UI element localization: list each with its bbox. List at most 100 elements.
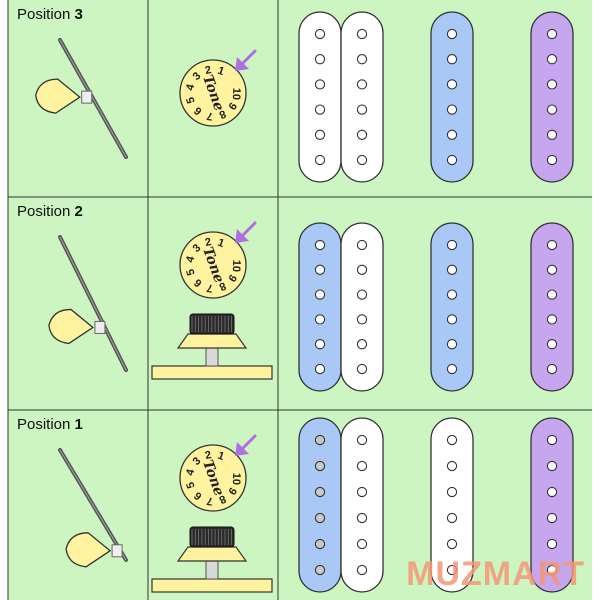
pole-piece	[314, 363, 326, 375]
pole-piece	[446, 28, 458, 40]
split-coil-pickup	[530, 11, 574, 183]
pole-piece	[446, 460, 458, 472]
pole-piece	[356, 363, 368, 375]
pole-piece	[314, 129, 326, 140]
pole-piece	[356, 434, 368, 446]
pole-piece	[546, 54, 558, 65]
position-label: Position 1	[17, 416, 83, 433]
coil-body	[530, 222, 574, 392]
knob-number: 8	[217, 279, 227, 292]
pole-piece	[314, 264, 326, 275]
lever-highlight	[59, 39, 127, 158]
lever-highlight	[59, 236, 127, 371]
knob-number: 2	[204, 236, 212, 249]
pick-connector	[111, 544, 123, 558]
pole-piece	[446, 154, 458, 166]
humbucker-coil-bridge-side	[340, 417, 384, 593]
pole-piece	[314, 28, 326, 40]
pole-piece	[314, 512, 326, 524]
position-label-number: 1	[75, 416, 83, 433]
knob-number: 1	[216, 450, 226, 463]
pole-piece	[356, 486, 368, 498]
pole-piece	[356, 104, 368, 115]
pick-body	[65, 532, 112, 568]
pole-piece	[446, 79, 458, 90]
knob-number: 5	[184, 480, 197, 490]
grid-lines	[7, 0, 592, 600]
pick-body	[35, 78, 81, 114]
humbucker-coil-neck-side	[298, 222, 342, 392]
pole-piece	[446, 512, 458, 524]
turn-arrow-icon	[235, 221, 257, 243]
pole-piece	[356, 564, 368, 576]
pole-piece	[356, 28, 368, 40]
pole-piece	[446, 314, 458, 325]
pole-piece	[546, 314, 558, 325]
pick-body	[48, 308, 95, 345]
turn-arrow-icon	[235, 49, 257, 71]
split-coil-pickup	[530, 222, 574, 392]
pole-piece	[546, 104, 558, 115]
position-label-word: Position	[17, 203, 75, 220]
pole-piece	[356, 512, 368, 524]
coil-body	[340, 222, 384, 392]
knob-number: 1	[216, 65, 226, 78]
pole-piece	[356, 289, 368, 300]
coil-body	[430, 222, 474, 392]
single-coil-pickup	[430, 222, 474, 392]
knob-number: 7	[206, 281, 214, 294]
knob-face	[179, 59, 247, 127]
pick-connector	[81, 90, 93, 104]
pole-piece	[446, 486, 458, 498]
coil-body	[530, 11, 574, 183]
coil-body	[430, 11, 474, 183]
knob-number: 8	[217, 492, 227, 505]
arrow-head	[235, 57, 249, 71]
pole-piece	[546, 434, 558, 446]
pole-piece	[446, 104, 458, 115]
guitar-pick-icon	[35, 78, 93, 114]
knob-number: 10	[230, 472, 242, 485]
pole-piece	[446, 434, 458, 446]
pole-piece	[314, 460, 326, 472]
pole-piece	[546, 289, 558, 300]
humbucker-coil-neck-side	[298, 417, 342, 593]
pole-piece	[546, 564, 558, 576]
pick-connector	[94, 320, 106, 334]
pole-piece	[314, 486, 326, 498]
pole-piece	[314, 104, 326, 115]
arrow-head	[235, 229, 249, 243]
pole-piece	[314, 434, 326, 446]
pole-piece	[356, 264, 368, 275]
switch-lever-icon	[58, 235, 128, 372]
single-coil-pickup	[430, 11, 474, 183]
lever-highlight	[59, 449, 127, 561]
pole-piece	[446, 264, 458, 275]
split-coil-pickup	[530, 417, 574, 593]
humbucker-pickup	[298, 417, 384, 593]
single-coil-pickup	[430, 417, 474, 593]
pole-piece	[546, 28, 558, 40]
switch-lever-icon	[58, 448, 128, 562]
knob-number: 7	[206, 109, 214, 122]
pole-piece	[314, 289, 326, 300]
pole-piece	[546, 239, 558, 251]
mounting-plate	[151, 365, 273, 380]
pole-piece	[446, 538, 458, 550]
position-label-word: Position	[17, 416, 75, 433]
pole-piece	[546, 339, 558, 350]
knob-number: 9	[225, 100, 238, 112]
pole-piece	[314, 54, 326, 65]
pole-piece	[356, 239, 368, 251]
pole-piece	[546, 538, 558, 550]
pole-piece	[356, 314, 368, 325]
push-pull-knob-icon	[151, 526, 273, 593]
pole-piece	[446, 363, 458, 375]
pole-piece	[314, 154, 326, 166]
